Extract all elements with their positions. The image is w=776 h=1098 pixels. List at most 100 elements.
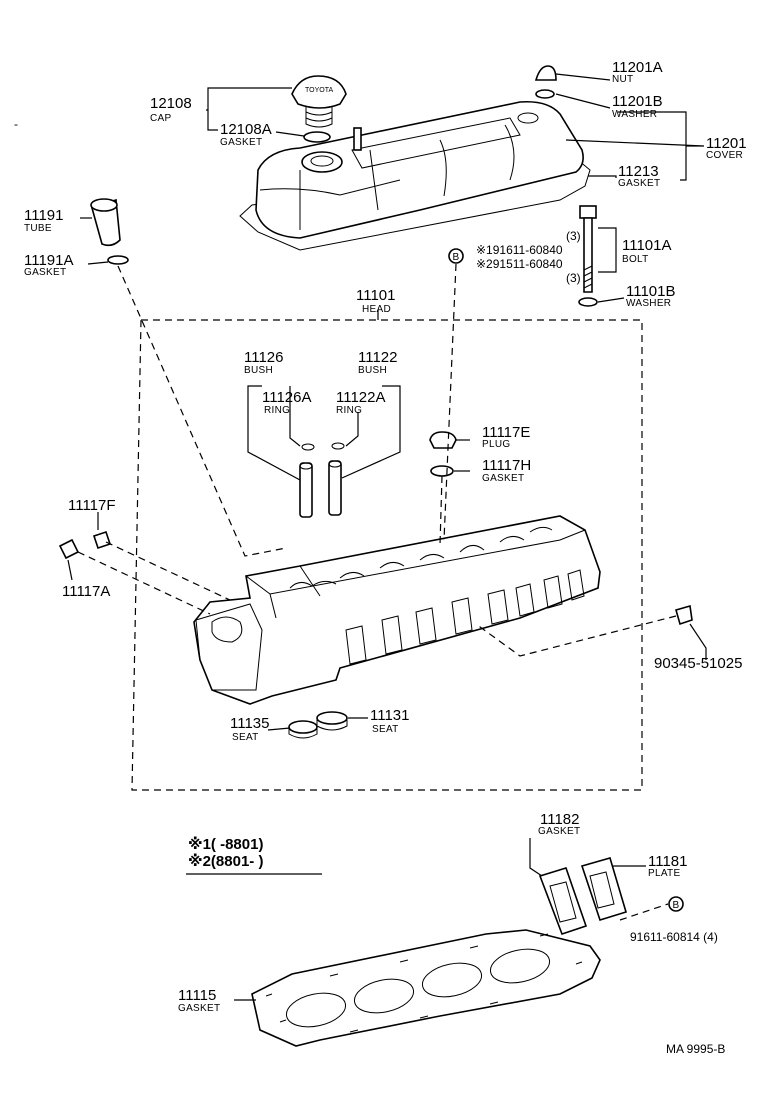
- seat-11135: [288, 720, 318, 734]
- part-11213-number: 11213: [618, 163, 659, 180]
- part-11201B-name: WASHER: [612, 109, 657, 120]
- part-11126-name: BUSH: [244, 365, 273, 376]
- part-11101-name: HEAD: [362, 304, 391, 315]
- head-gasket-shape: [251, 929, 601, 1047]
- head-gasket-holes: [265, 933, 583, 1033]
- leader-11213: [588, 175, 617, 178]
- alt-bolt-badge-letter: B: [453, 252, 460, 263]
- head-gasket-bore-2: [353, 978, 415, 1014]
- head-gasket-bore-3: [421, 962, 483, 998]
- cylinder-head-valve-gear: [289, 526, 553, 589]
- ring-11122A: [331, 442, 345, 450]
- part-11117E-number: 11117E: [482, 424, 530, 441]
- part-11122-number: 11122: [358, 349, 398, 366]
- plate-11181-shape: [580, 857, 627, 921]
- part-11122A-name: RING: [336, 405, 362, 416]
- tube-gasket-ring: [107, 255, 129, 265]
- part-12108-number: 12108: [150, 95, 192, 112]
- leader-11182: [529, 838, 543, 877]
- part-11126-number: 11126: [244, 349, 284, 366]
- head-bolt-thread: [583, 265, 593, 289]
- dash-90345: [475, 615, 677, 657]
- cover-nut-shape: [534, 65, 557, 81]
- alt-bolt-qty-bottom: (3): [566, 271, 581, 285]
- alt-bolt-qty-top: (3): [566, 229, 581, 243]
- gasket-11182-cutout: [549, 881, 577, 923]
- leader-11126: [247, 385, 301, 481]
- cylinder-head-ports: [345, 569, 585, 665]
- part-11191-name: TUBE: [24, 223, 52, 234]
- cover-washer-ring: [535, 89, 555, 99]
- part-11181-number: 11181: [648, 853, 688, 870]
- gasket-11182-shape: [538, 867, 588, 936]
- part-12108A-name: GASKET: [220, 137, 262, 148]
- part-11117H-name: GASKET: [482, 473, 524, 484]
- leader-11101B: [597, 297, 625, 303]
- leader-11122A: [345, 412, 359, 447]
- part-11131-name: SEAT: [372, 724, 399, 735]
- plug-gasket-11117H: [430, 465, 454, 477]
- alt-bolt-badge-circle: [448, 248, 464, 264]
- part-11191-number: 11191: [24, 207, 64, 224]
- part-11115-number: 11115: [178, 987, 216, 1004]
- seat-11135-side: [288, 727, 318, 739]
- part-11117A-number: 11117A: [62, 583, 110, 600]
- diagram-reference-code: MA 9995-B: [666, 1042, 725, 1056]
- dash-11117A: [77, 551, 211, 615]
- plug-11117A: [58, 538, 80, 560]
- leader-12108-bracket: [206, 87, 292, 131]
- valve-cover-shape: [255, 100, 584, 239]
- part-11135-name: SEAT: [232, 732, 259, 743]
- part-11117E-name: PLUG: [482, 439, 510, 450]
- seat-11131: [316, 711, 348, 725]
- part-11201A-number: 11201A: [612, 59, 663, 76]
- part-11135-number: 11135: [230, 715, 270, 732]
- part-11191A-name: GASKET: [24, 267, 66, 278]
- cover-breather-pipe: [353, 127, 362, 151]
- part-11201-number: 11201: [706, 135, 747, 152]
- part-11182-number: 11182: [540, 811, 580, 828]
- bush-11126: [299, 462, 313, 518]
- plate-11181-cutout: [589, 871, 615, 909]
- part-11117H-number: 11117H: [482, 457, 531, 474]
- part-11191A-number: 11191A: [24, 252, 74, 269]
- part-11101A-name: BOLT: [622, 254, 649, 265]
- legend-line2: ※2(8801- ): [188, 852, 263, 870]
- leader-11126A: [289, 386, 301, 447]
- part-11201A-name: NUT: [612, 74, 633, 85]
- ring-11126A: [301, 443, 315, 451]
- alt-bolt-line1: ※191611-60840: [476, 243, 563, 257]
- legend-line1: ※1( -8801): [188, 835, 263, 853]
- bush-11122: [328, 460, 342, 516]
- leader-11201A: [555, 73, 611, 81]
- cap-gasket-ring: [303, 131, 331, 143]
- part-12108-name: CAP: [150, 113, 171, 124]
- head-group-frame: [131, 319, 643, 791]
- alt-bolt-line2: ※291511-60840: [476, 257, 563, 271]
- oil-cap-shape: [291, 75, 347, 109]
- part-11101A-number: 11101A: [622, 237, 672, 254]
- plate-bolt-badge-circle: [668, 896, 684, 912]
- leader-11201B: [555, 93, 611, 109]
- oil-cap-thread: [305, 106, 333, 128]
- part-12108A-number: 12108A: [220, 121, 272, 138]
- part-11126A-name: RING: [264, 405, 290, 416]
- oil-cap-logo: TOYOTA: [305, 87, 333, 94]
- part-11131-number: 11131: [370, 707, 410, 724]
- cylinder-head-thermostat-housing: [195, 603, 263, 691]
- bush-11126-top: [299, 462, 313, 470]
- bush-11122-top: [328, 460, 342, 468]
- part-11122-name: BUSH: [358, 365, 387, 376]
- head-bolt-washer: [578, 297, 598, 307]
- cover-filler-boss: [301, 151, 343, 173]
- part-11101-number: 11101: [356, 287, 396, 304]
- leader-12108A: [275, 131, 305, 137]
- dash-plug-to-head: [439, 475, 443, 546]
- cylinder-head-top-deck: [245, 529, 586, 619]
- dash-tube-to-head: [117, 265, 287, 557]
- part-11122A-number: 11122A: [336, 389, 386, 406]
- part-11213-name: GASKET: [618, 178, 660, 189]
- head-gasket-bore-4: [489, 948, 551, 984]
- leader-11117A: [67, 559, 73, 581]
- part-11201B-number: 11201B: [612, 93, 663, 110]
